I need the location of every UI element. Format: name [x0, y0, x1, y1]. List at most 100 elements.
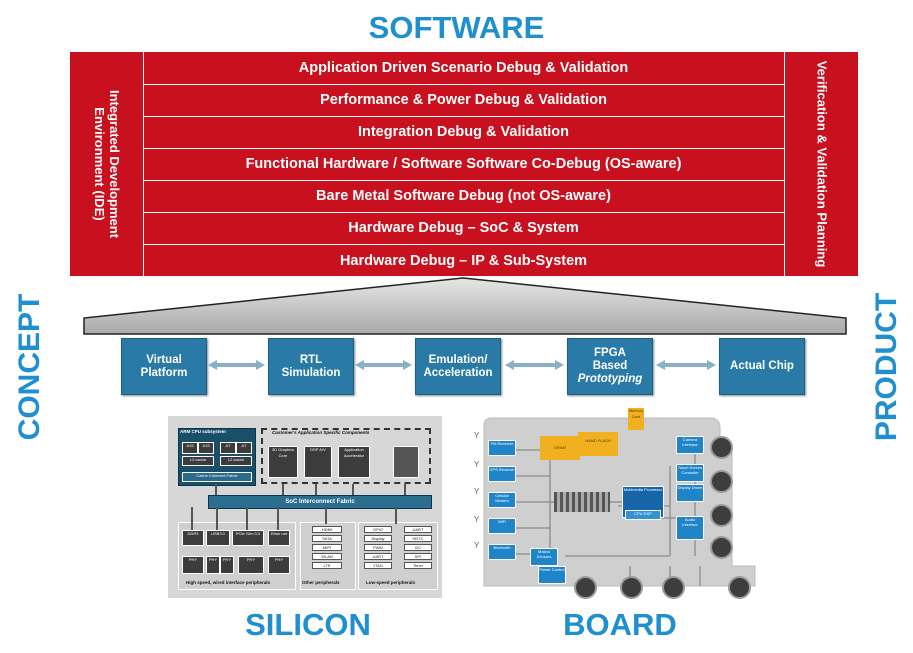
layer-application: Application Driven Scenario Debug & Vali… — [143, 52, 784, 83]
layer-codebug: Functional Hardware / Software Software … — [143, 148, 784, 179]
stage-rtl-label: RTL Simulation — [281, 353, 341, 379]
layer-performance: Performance & Power Debug & Validation — [143, 84, 784, 115]
joystick-icon — [574, 576, 597, 599]
fpga-line2: Based — [592, 360, 628, 372]
fm-receiver: FM Receiver — [488, 440, 516, 456]
picture-icon — [710, 470, 733, 493]
antenna-icon-1: Y — [474, 431, 480, 440]
highspeed-label: High speed, wired interface peripherals — [186, 580, 271, 585]
power-control: Power Control — [538, 566, 566, 584]
phy-block-1: PHY — [182, 556, 204, 574]
video-camera-icon — [620, 576, 643, 599]
double-arrow-1 — [208, 360, 265, 370]
a15-core-1: A15 — [182, 442, 198, 454]
l2-cache-2: L2 cache — [220, 456, 252, 466]
cellular-modem: Cellular Modem — [488, 492, 516, 508]
fpga-line1: FPGA — [594, 347, 626, 359]
stage-virtual-label: Virtual Platform — [140, 353, 188, 379]
double-arrow-3 — [505, 360, 564, 370]
memory-card: Memory Card — [628, 408, 644, 430]
silicon-label: SILICON — [245, 607, 371, 642]
low-a-2: Display — [364, 535, 392, 542]
nand-flash: NAND FLASH — [578, 432, 618, 456]
ethernet-block: Ether net — [268, 530, 290, 546]
ide-label: Integrated Development Environment (IDE) — [91, 89, 122, 239]
stage-emulation: Emulation/ Acceleration — [415, 338, 501, 395]
antenna-icon-2: Y — [474, 460, 480, 469]
board-diagram: Y Y Y Y Y FM Receiver GPS Receiver Cellu… — [470, 406, 762, 600]
headphones-icon — [710, 504, 733, 527]
low-a-4: UART — [364, 553, 392, 560]
platform-arrow — [83, 277, 847, 335]
product-label: PRODUCT — [870, 292, 903, 442]
dram-chip: DRAM — [540, 436, 580, 460]
custom-block — [393, 446, 419, 478]
application-accelerator: Application Accelerator — [338, 446, 370, 478]
laptop-icon — [662, 576, 685, 599]
customer-components-box — [261, 428, 431, 484]
stage-fpga: FPGA Based Prototyping — [567, 338, 653, 395]
other-item-3: MIPI — [312, 544, 342, 551]
layer-hw-ip: Hardware Debug – IP & Sub-System — [143, 244, 784, 276]
ide-panel: Integrated Development Environment (IDE) — [70, 52, 143, 276]
a7-core-1: A7 — [220, 442, 236, 454]
camera-interface: Camera Interface — [676, 436, 704, 454]
bluetooth-module: Bluetooth — [488, 544, 516, 560]
stage-rtl-simulation: RTL Simulation — [268, 338, 354, 395]
phy-block-5: PHY — [268, 556, 290, 574]
other-peripherals-label: Other peripherals — [302, 580, 340, 585]
fpga-line3: Prototyping — [577, 373, 643, 385]
board-label: BOARD — [563, 607, 677, 642]
phy-block-3: PHY — [220, 556, 234, 574]
silicon-connectors — [191, 484, 406, 530]
gps-receiver: GPS Receiver — [488, 466, 516, 482]
low-a-5: JTAG — [364, 562, 392, 569]
other-item-2: SATA — [312, 535, 342, 542]
usb3-block: USB3.0 — [206, 530, 230, 546]
dsp-av: DSP A/V — [304, 446, 332, 478]
other-item-5: LTE — [312, 562, 342, 569]
l2-cache-1: L2 cache — [182, 456, 214, 466]
layer-integration: Integration Debug & Validation — [143, 116, 784, 147]
silicon-diagram: ARM CPU subsystem A15 A15 A7 A7 L2 cache… — [168, 416, 442, 598]
wifi-module: WiFi — [488, 518, 516, 534]
low-a-3: PWM — [364, 544, 392, 551]
double-arrow-2 — [355, 360, 412, 370]
low-b-1: UART — [404, 526, 432, 533]
touch-screen-controller: Touch Screen Controller — [676, 464, 704, 482]
low-b-5: Timer — [404, 562, 432, 569]
stage-actual-chip: Actual Chip — [719, 338, 805, 395]
double-arrow-4 — [656, 360, 716, 370]
verification-label: Verification & Validation Planning — [814, 60, 829, 268]
cache-coherent-fabric: Cache Coherent Fabric — [182, 472, 252, 482]
verification-panel: Verification & Validation Planning — [785, 52, 858, 276]
ddr3-block: DDR3 — [182, 530, 204, 546]
a7-core-2: A7 — [236, 442, 252, 454]
stage-emulation-label: Emulation/ Acceleration — [423, 353, 493, 379]
monitor-icon — [728, 576, 751, 599]
layer-hw-soc: Hardware Debug – SoC & System — [143, 212, 784, 243]
stage-chip-label: Actual Chip — [730, 360, 794, 372]
software-title: SOFTWARE — [368, 10, 545, 45]
pcie-block: PCIe Gen 3.0 — [232, 530, 264, 546]
antenna-icon-3: Y — [474, 487, 480, 496]
microphone-icon — [710, 536, 733, 559]
stage-virtual-platform: Virtual Platform — [121, 338, 207, 395]
phy-block-2: PHY — [206, 556, 220, 574]
antenna-icon-5: Y — [474, 541, 480, 550]
low-b-2: HDTC — [404, 535, 432, 542]
soc-interconnect-fabric: SoC Interconnect Fabric — [208, 495, 432, 509]
lowspeed-label: Low-speed peripherals — [366, 580, 416, 585]
stack-divider-left — [143, 52, 144, 276]
arm-subsystem-label: ARM CPU subsystem — [180, 429, 226, 434]
other-item-4: WLAN — [312, 553, 342, 560]
stack-divider-right — [784, 52, 785, 276]
other-item-1: HDMI — [312, 526, 342, 533]
graphics-core: 3D Graphics Core — [268, 446, 298, 478]
low-b-3: I2C — [404, 544, 432, 551]
display-driver: Display Driver — [676, 484, 704, 502]
cpu-dsp: CPU DSP — [625, 510, 661, 520]
a15-core-2: A15 — [198, 442, 214, 454]
motion-sensors: Motion Sensors — [530, 548, 558, 566]
phy-block-4: PHY — [238, 556, 264, 574]
